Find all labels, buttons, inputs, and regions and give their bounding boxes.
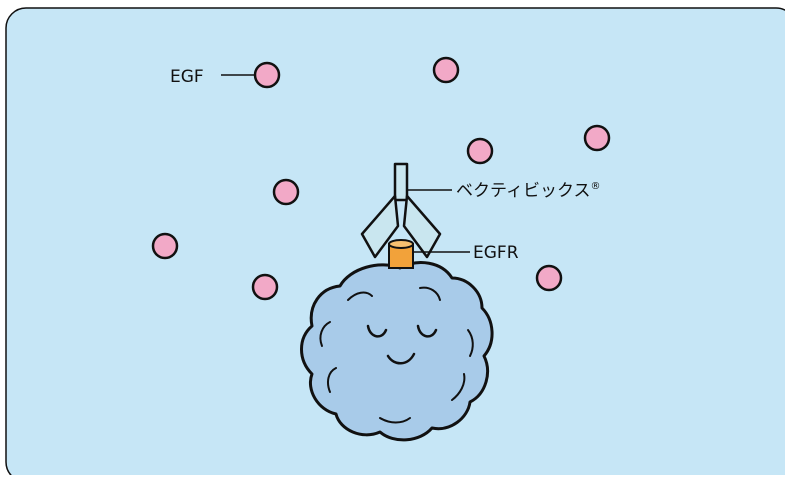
antibody-left-arm [360, 194, 400, 259]
left-eye [366, 324, 388, 338]
egf-molecule [432, 56, 460, 84]
egf-molecules [151, 56, 611, 301]
antibody-stem [393, 162, 409, 202]
antibody [360, 162, 442, 259]
egf-molecule [466, 137, 494, 165]
egf-molecule [535, 264, 563, 292]
cancer-cell [300, 261, 494, 442]
antibody-label: ベクティビックス® [456, 181, 600, 201]
egf-molecule [151, 232, 179, 260]
egf-molecule [253, 61, 281, 89]
egf-molecule [251, 273, 279, 301]
cell-texture [319, 286, 474, 424]
antibody-right-arm [402, 194, 442, 259]
smile [386, 352, 416, 365]
antibody-name: ベクティビックス [456, 181, 590, 201]
cell-face [366, 324, 438, 365]
egf-molecule [272, 178, 300, 206]
egfr-receptor [388, 239, 414, 269]
egf-label: EGF [170, 67, 204, 87]
right-eye [416, 324, 438, 338]
egf-molecule [583, 124, 611, 152]
egfr-label: EGFR [473, 243, 519, 263]
registered-mark: ® [590, 181, 600, 192]
cell-body [300, 261, 494, 442]
